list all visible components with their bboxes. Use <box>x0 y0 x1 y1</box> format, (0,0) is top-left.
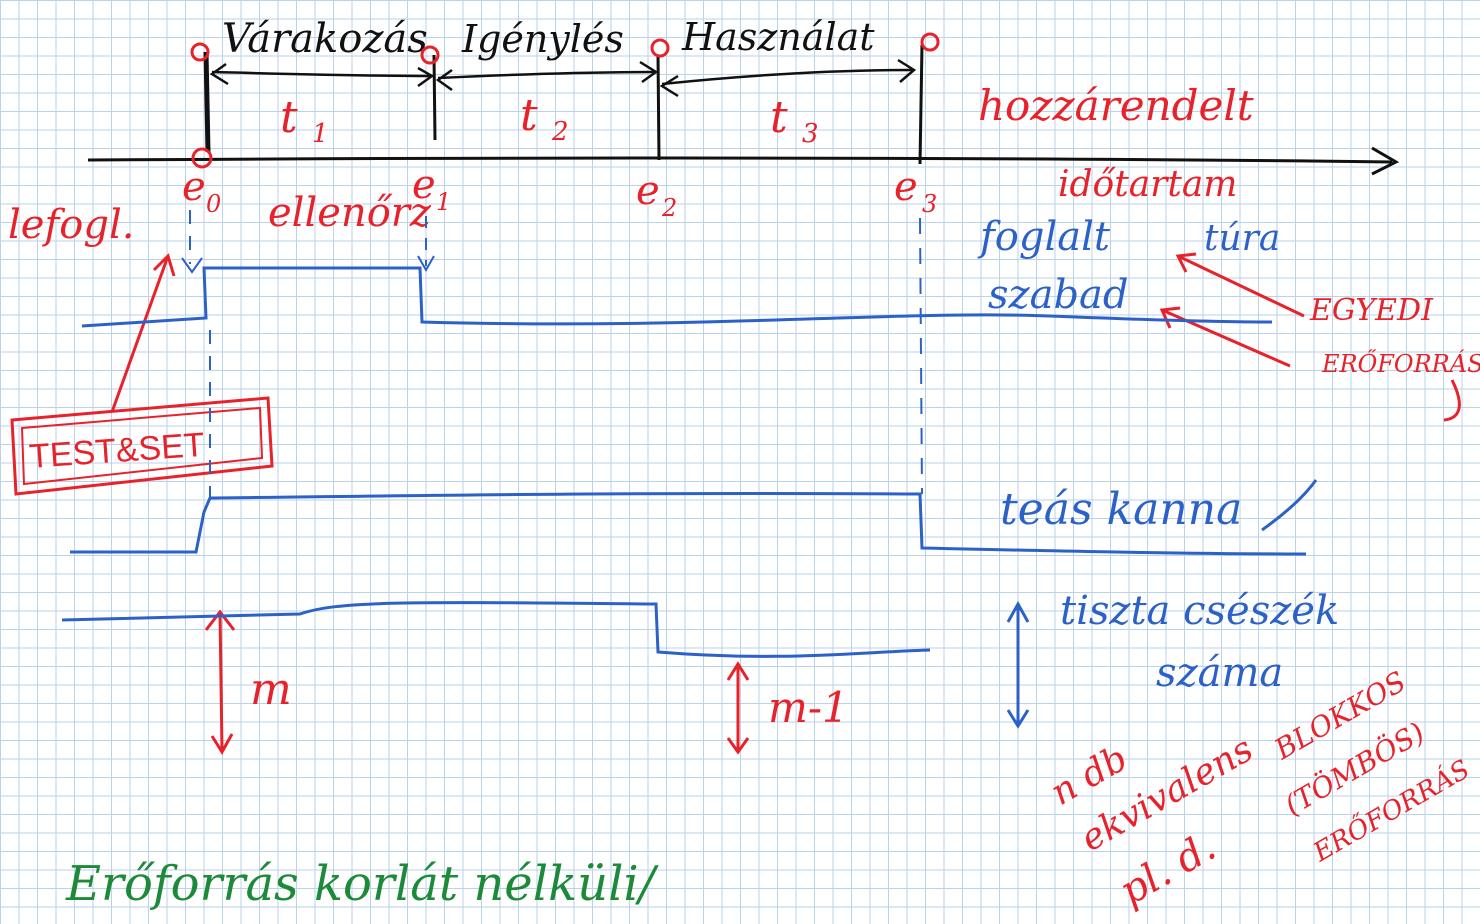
arrow-test-set-to-e0-head <box>152 253 176 277</box>
event-e3: e <box>894 164 918 210</box>
label-m-minus-1: m-1 <box>768 683 849 732</box>
tiszta-range-arrow-top <box>1006 600 1030 623</box>
event-e2-sub: 2 <box>661 194 677 222</box>
teas-kanna-underline <box>1261 479 1318 532</box>
phase-label-1: Várakozás <box>222 16 428 62</box>
guide-e0-arrow <box>181 257 203 274</box>
event-circle-top-2 <box>650 38 670 58</box>
label-tiszta-line2: száma <box>1156 650 1283 696</box>
interval-arrow-2-head-left <box>435 68 453 92</box>
test-set-box: TEST&SET <box>10 396 274 496</box>
interval-t3-sub: 3 <box>802 119 819 149</box>
arrow-egyedi-to-foglalt <box>1177 254 1305 318</box>
event-e2: e <box>636 168 660 214</box>
label-szabad: szabad <box>988 272 1129 318</box>
label-green-bottom: Erőforrás korlát nélküli/ <box>65 856 660 912</box>
time-axis <box>87 44 1400 176</box>
blue-labels: foglalt túra szabad teás kanna tiszta cs… <box>977 214 1339 696</box>
label-test-set: TEST&SET <box>28 426 206 476</box>
event-e1: e <box>412 162 436 208</box>
label-hozzarendelt-line1: hozzárendelt <box>978 81 1254 130</box>
trace-teas-kanna <box>70 491 1307 556</box>
time-axis-arrowhead <box>1371 146 1400 176</box>
event-circles <box>190 32 940 169</box>
interval-t3: t <box>770 92 788 143</box>
phase-label-2: Igénylés <box>461 17 624 61</box>
guide-e0 <box>189 210 211 500</box>
interval-arrow-1 <box>211 70 431 78</box>
event-circle-top-3 <box>920 32 940 52</box>
label-lefogl: lefogl. <box>8 202 134 248</box>
event-circle-top-0 <box>190 42 210 62</box>
label-egyedi-line2: ERŐFORRÁS <box>1321 349 1480 378</box>
marker-e1 <box>432 54 437 141</box>
tiszta-range-arrow-bottom <box>1006 709 1030 729</box>
marker-m1-arrow-bottom <box>726 737 750 755</box>
event-labels: e 0 e 1 e 2 e 3 <box>182 162 937 222</box>
trace-tiszta-csesze <box>61 601 931 658</box>
event-circle-axis-0 <box>191 147 213 169</box>
slash-s-egyedi <box>1443 379 1461 422</box>
test-set-box-inner-frame <box>20 406 264 486</box>
interval-arrow-1-head-right <box>417 66 435 88</box>
label-teas-kanna: teás kanna <box>1000 484 1242 535</box>
marker-e3 <box>918 44 924 165</box>
label-hozzarendelt-line2: időtartam <box>1058 164 1237 205</box>
marker-e2 <box>656 54 661 161</box>
interval-t2: t <box>520 90 538 141</box>
phase-labels: Várakozás Igénylés Használat <box>222 15 875 62</box>
marker-m-arrow-bottom <box>210 733 234 755</box>
label-tiszta-line1: tiszta csészék <box>1060 588 1339 634</box>
time-axis-line <box>87 156 1393 164</box>
interval-arrow-1-head-left <box>209 62 229 86</box>
interval-arrow-2 <box>437 70 657 80</box>
marker-m-arrow-top <box>204 609 236 631</box>
label-tura: túra <box>1204 218 1280 259</box>
signal-traces <box>61 210 1318 729</box>
marker-m-arrow <box>218 611 224 751</box>
interval-t2-sub: 2 <box>551 117 569 147</box>
event-e0: e <box>182 164 206 210</box>
interval-arrow-3-head-right <box>897 58 917 83</box>
test-set-box-frame <box>10 396 274 496</box>
marker-m1-arrow-top <box>726 661 750 681</box>
interval-arrow-3 <box>661 68 913 86</box>
arrow-egyedi-to-foglalt-head <box>1175 252 1197 273</box>
event-circle-top-1 <box>420 45 440 65</box>
green-annotations: Erőforrás korlát nélküli/ <box>65 856 660 912</box>
trace-egyedi-eroforras <box>81 266 1273 328</box>
label-foglalt: foglalt <box>977 214 1111 260</box>
interval-t1: t <box>280 92 298 143</box>
label-m: m <box>250 664 292 715</box>
guide-e3 <box>919 217 923 495</box>
event-e1-sub: 1 <box>436 188 451 216</box>
label-egyedi-line1: EGYEDI <box>1309 293 1434 328</box>
interval-labels: t 1 t 2 t 3 <box>280 90 819 149</box>
interval-arrow-2-head-right <box>639 60 659 84</box>
marker-e0 <box>203 51 211 153</box>
label-ellenorzes: ellenőrz <box>268 190 432 236</box>
arrow-egyedi-to-szabad-head <box>1159 306 1181 329</box>
interval-arrow-3-head-left <box>659 74 679 98</box>
guide-e1-arrow <box>417 255 435 273</box>
arrow-test-set-to-e0 <box>110 255 170 413</box>
event-e3-sub: 3 <box>922 190 937 218</box>
event-e0-sub: 0 <box>206 190 221 218</box>
interval-t1-sub: 1 <box>312 119 329 149</box>
phase-label-3: Használat <box>681 15 875 59</box>
arrow-egyedi-to-szabad <box>1161 308 1291 368</box>
